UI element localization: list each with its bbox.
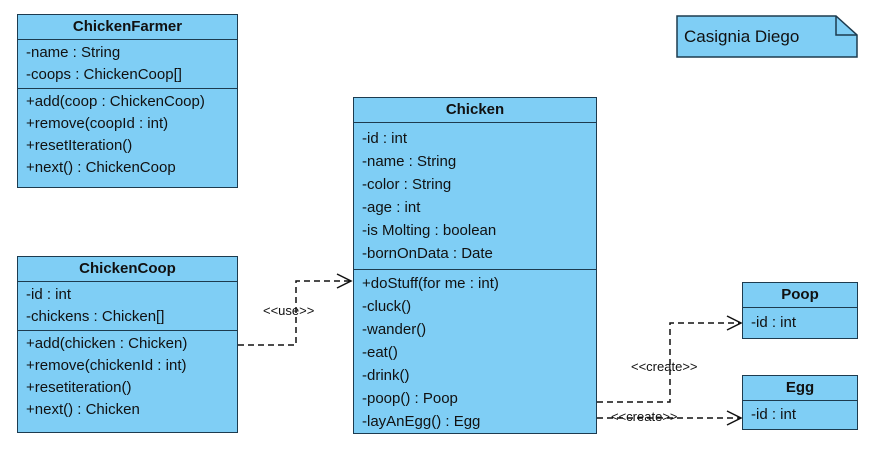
operation: +remove(chickenId : int) (26, 357, 187, 374)
operation: +next() : Chicken (26, 401, 140, 418)
operations-section: +add(chicken : Chicken) +remove(chickenI… (18, 330, 237, 423)
create-egg-arrowhead (726, 410, 743, 426)
attributes-section: -name : String -coops : ChickenCoop[] (18, 40, 237, 88)
operation: -wander() (362, 321, 427, 338)
create-poop-line (597, 322, 740, 403)
operation: +resetIteration() (26, 137, 133, 154)
operations-section: +doStuff(for me : int) -cluck() -wander(… (354, 269, 596, 435)
operations-section: +add(coop : ChickenCoop) +remove(coopId … (18, 88, 237, 181)
operation: +next() : ChickenCoop (26, 159, 176, 176)
class-name: Chicken (354, 98, 596, 123)
class-name: Poop (743, 283, 857, 308)
create-poop-label: <<create>> (631, 359, 698, 374)
operation: -cluck() (362, 298, 412, 315)
attributes-section: -id : int -chickens : Chicken[] (18, 282, 237, 330)
operation: +remove(coopId : int) (26, 115, 169, 132)
operation: +doStuff(for me : int) (362, 275, 499, 292)
operation: +add(chicken : Chicken) (26, 335, 188, 352)
operation: -eat() (362, 344, 398, 361)
class-poop[interactable]: Poop -id : int (742, 282, 858, 339)
attributes-section: -id : int (743, 308, 857, 336)
attribute: -id : int (26, 286, 72, 303)
use-arrowhead (336, 273, 353, 289)
operation: -layAnEgg() : Egg (362, 413, 481, 430)
attribute: -is Molting : boolean (362, 222, 497, 239)
class-name: ChickenFarmer (18, 15, 237, 40)
attribute: -id : int (362, 130, 408, 147)
class-egg[interactable]: Egg -id : int (742, 375, 858, 430)
class-chicken[interactable]: Chicken -id : int -name : String -color … (353, 97, 597, 434)
note-text: Casignia Diego (684, 27, 800, 46)
attribute: -name : String (26, 44, 121, 61)
use-label: <<use>> (263, 303, 315, 318)
use-dependency-line (238, 280, 350, 346)
class-chicken-coop[interactable]: ChickenCoop -id : int -chickens : Chicke… (17, 256, 238, 433)
operation: +add(coop : ChickenCoop) (26, 93, 205, 110)
operation: -drink() (362, 367, 410, 384)
create-poop-arrowhead (726, 315, 743, 331)
attributes-section: -id : int (743, 401, 857, 428)
attribute: -id : int (751, 406, 797, 423)
class-name: Egg (743, 376, 857, 401)
attribute: -bornOnData : Date (362, 245, 493, 262)
attribute: -age : int (362, 199, 421, 216)
operation: +resetiteration() (26, 379, 132, 396)
attribute: -name : String (362, 153, 457, 170)
attribute: -coops : ChickenCoop[] (26, 66, 182, 83)
attribute: -color : String (362, 176, 452, 193)
author-note: Casignia Diego (676, 15, 858, 58)
class-chicken-farmer[interactable]: ChickenFarmer -name : String -coops : Ch… (17, 14, 238, 188)
class-name: ChickenCoop (18, 257, 237, 282)
attributes-section: -id : int -name : String -color : String… (354, 123, 596, 269)
note-shape (676, 15, 858, 58)
attribute: -id : int (751, 314, 797, 331)
operation: -poop() : Poop (362, 390, 458, 407)
create-egg-label: <<create>> (611, 409, 678, 424)
attribute: -chickens : Chicken[] (26, 308, 165, 325)
